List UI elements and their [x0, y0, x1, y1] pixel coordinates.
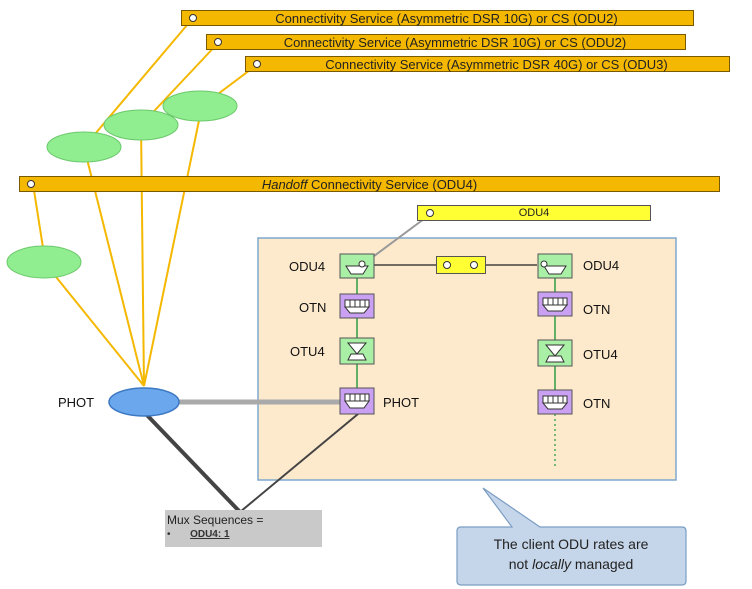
adapter-otn-right[interactable] [537, 291, 573, 317]
handoff-label-italic: Handoff [261, 176, 308, 192]
service-bar-1[interactable]: Connectivity Service (Asymmetric DSR 10G… [181, 10, 694, 26]
adapter-odu4-right[interactable] [537, 253, 573, 279]
service-node[interactable] [103, 109, 179, 141]
service-link [43, 261, 145, 387]
service-link [140, 124, 145, 387]
adapter-otn-left[interactable] [339, 293, 375, 319]
handoff-service-bar[interactable]: Handoff Connectivity Service (ODU4) [19, 176, 720, 192]
left-otn-label: OTN [299, 300, 327, 315]
callout-line2-pre: not [508, 556, 533, 572]
handoff-label-rest: Connectivity Service (ODU4) [307, 176, 478, 192]
service-bar-label: Connectivity Service (Asymmetric DSR 10G… [275, 10, 618, 26]
adapter-phot-left[interactable] [339, 387, 375, 415]
odu4-bar[interactable]: ODU4 [417, 205, 651, 221]
endpoint-icon [214, 38, 222, 46]
adapter-otu4-left[interactable] [339, 337, 375, 365]
right-odu4-label: ODU4 [583, 258, 620, 273]
right-otu4-label: OTU4 [583, 347, 618, 362]
endpoint-icon [443, 261, 451, 269]
mux-link [239, 413, 359, 513]
endpoint-icon [426, 209, 434, 217]
phot-node[interactable] [108, 387, 180, 417]
callout-text: The client ODU rates are not locally man… [457, 534, 685, 574]
adapter-odu4-left[interactable] [339, 253, 375, 279]
left-otu4-label: OTU4 [290, 344, 325, 359]
service-link [143, 105, 203, 387]
endpoint-icon [27, 180, 35, 188]
adapter-otu4-right[interactable] [537, 339, 573, 367]
endpoint-icon [470, 261, 478, 269]
handoff-label: Handoff Connectivity Service (ODU4) [40, 176, 699, 192]
odu4-bar-label: ODU4 [518, 207, 550, 219]
service-bar-label: Connectivity Service (Asymmetric DSR 40G… [325, 56, 668, 72]
callout-line2: not locally managed [457, 554, 685, 574]
service-node[interactable] [46, 131, 122, 163]
left-odu4-label: ODU4 [289, 259, 326, 274]
mux-link [142, 410, 242, 514]
service-bar-3[interactable]: Connectivity Service (Asymmetric DSR 40G… [245, 56, 730, 72]
callout-line1: The client ODU rates are [493, 536, 649, 552]
callout-line2-em: locally [532, 556, 571, 572]
service-node[interactable] [162, 90, 238, 122]
callout-line2-post: managed [570, 556, 634, 572]
left-phot-label: PHOT [383, 395, 420, 410]
adapter-otn-right-lower[interactable] [537, 389, 573, 415]
right-otn-label: OTN [583, 302, 611, 317]
mux-sequences-box: Mux Sequences = • ODU4: 1 [165, 510, 322, 547]
callout-bubble [456, 487, 687, 586]
service-link [83, 17, 194, 148]
right-otn-lower-label: OTN [583, 396, 611, 411]
mux-item-link[interactable]: ODU4: 1 [190, 529, 230, 540]
service-link [32, 183, 45, 255]
service-node[interactable] [6, 245, 82, 279]
service-bar-2[interactable]: Connectivity Service (Asymmetric DSR 10G… [206, 34, 686, 50]
mux-item[interactable]: • ODU4: 1 [167, 529, 320, 540]
mux-bullet: • [167, 529, 171, 540]
endpoint-icon [189, 14, 197, 22]
phot-node-label: PHOT [58, 395, 95, 410]
service-bar-label: Connectivity Service (Asymmetric DSR 10G… [283, 34, 627, 50]
odu4-connection[interactable] [436, 256, 486, 274]
endpoint-icon [253, 60, 261, 68]
mux-title: Mux Sequences = [167, 513, 264, 527]
